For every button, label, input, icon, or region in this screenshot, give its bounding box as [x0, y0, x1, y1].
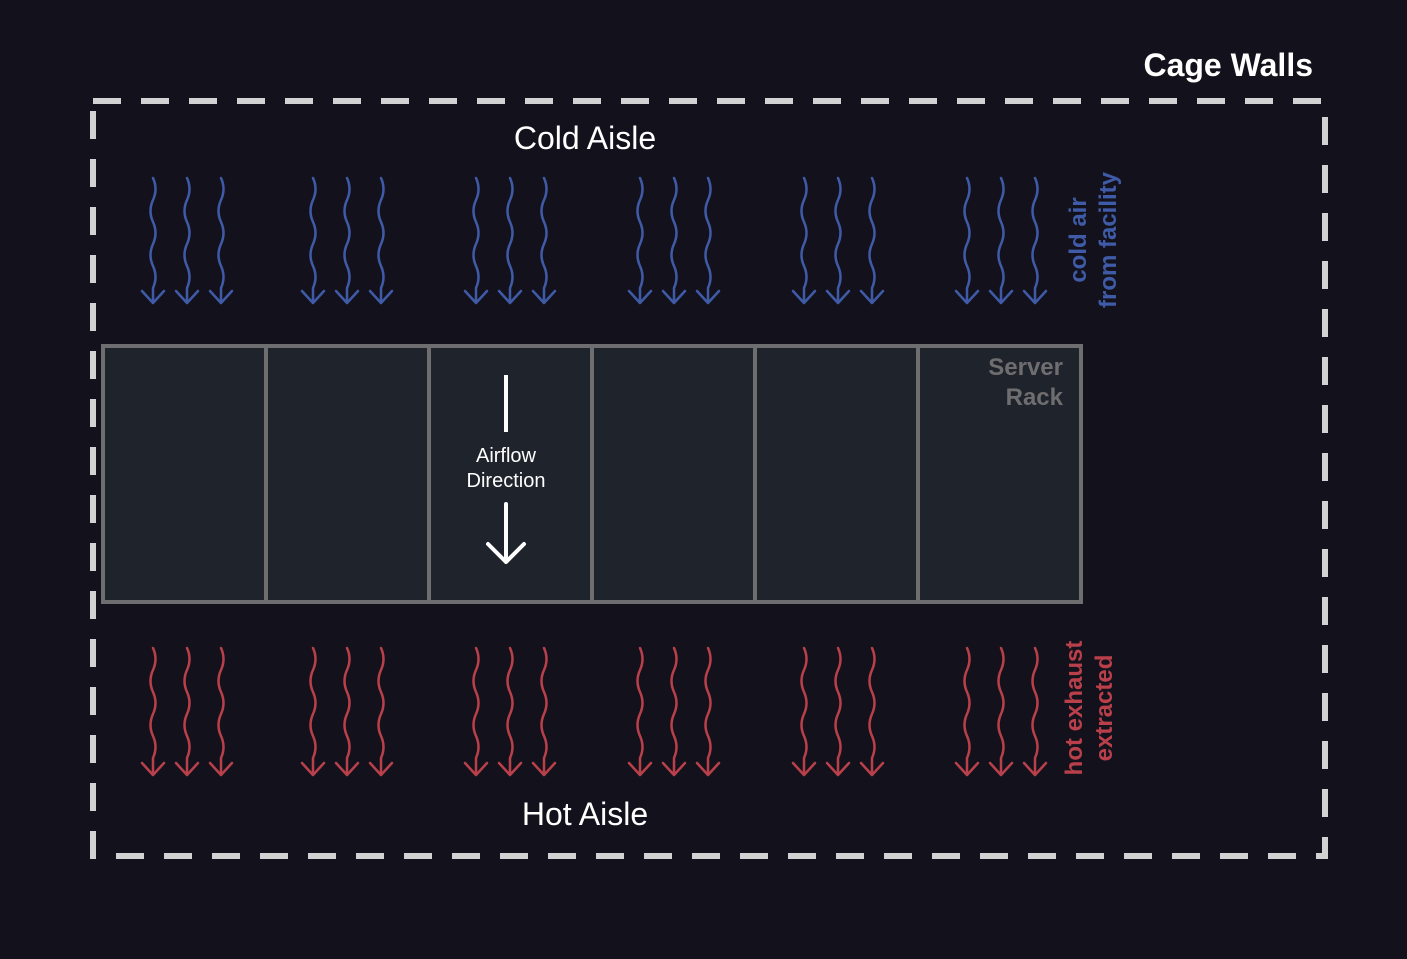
cold-air-arrow-icon: [463, 176, 489, 305]
cold-air-arrow-icon: [695, 176, 721, 305]
cold-air-arrows: [140, 176, 1048, 305]
hot-exhaust-arrow-icon: [334, 646, 360, 777]
cold-air-arrow-icon: [859, 176, 885, 305]
cold-air-arrow-icon: [174, 176, 200, 305]
airflow-label-line2: Direction: [467, 470, 546, 492]
hot-exhaust-arrow-icon: [140, 646, 166, 777]
cold-air-arrow-icon: [627, 176, 653, 305]
hot-exhaust-arrow-icon: [661, 646, 687, 777]
hot-exhaust-label-line1: hot exhaust: [1061, 641, 1088, 776]
hot-exhaust-arrow-icon: [531, 646, 557, 777]
hot-exhaust-arrow-icon: [1022, 646, 1048, 777]
cold-air-arrow-icon: [140, 176, 166, 305]
airflow-label-line1: Airflow: [476, 445, 537, 467]
hot-exhaust-arrow-icon: [368, 646, 394, 777]
hot-exhaust-arrow-icon: [954, 646, 980, 777]
hot-exhaust-arrow-icon: [627, 646, 653, 777]
hot-exhaust-arrow-icon: [497, 646, 523, 777]
hot-exhaust-arrows: [140, 646, 1048, 777]
hot-exhaust-arrow-icon: [174, 646, 200, 777]
cold-air-side-label: cold air from facility: [1065, 171, 1122, 308]
hot-exhaust-label-line2: extracted: [1091, 655, 1118, 762]
cold-air-arrow-icon: [300, 176, 326, 305]
rack-unit: [590, 344, 757, 604]
cold-air-arrow-icon: [1022, 176, 1048, 305]
cold-air-arrow-icon: [208, 176, 234, 305]
cold-air-arrow-icon: [791, 176, 817, 305]
rack-unit: [101, 344, 268, 604]
cage-walls-title: Cage Walls: [1143, 47, 1313, 83]
hot-exhaust-arrow-icon: [300, 646, 326, 777]
hot-exhaust-arrow-icon: [791, 646, 817, 777]
cage-wall-border: [90, 98, 1328, 859]
cold-air-arrow-icon: [954, 176, 980, 305]
cold-aisle-label: Cold Aisle: [514, 120, 656, 156]
cold-air-arrow-icon: [531, 176, 557, 305]
cold-air-arrow-icon: [497, 176, 523, 305]
rack-unit: [916, 344, 1083, 604]
cold-air-arrow-icon: [988, 176, 1014, 305]
cold-air-arrow-icon: [825, 176, 851, 305]
rack-unit: [753, 344, 920, 604]
hot-exhaust-arrow-icon: [208, 646, 234, 777]
rack-unit: [264, 344, 431, 604]
cold-air-arrow-icon: [334, 176, 360, 305]
hot-exhaust-arrow-icon: [859, 646, 885, 777]
cold-air-arrow-icon: [661, 176, 687, 305]
hot-exhaust-arrow-icon: [825, 646, 851, 777]
server-rack-label-line1: Server: [988, 354, 1063, 381]
airflow-direction-arrow-icon: [486, 502, 526, 564]
hot-exhaust-side-label: hot exhaust extracted: [1061, 641, 1118, 776]
hot-exhaust-arrow-icon: [695, 646, 721, 777]
hot-exhaust-arrow-icon: [988, 646, 1014, 777]
server-rack: [101, 344, 1083, 604]
cold-air-arrow-icon: [368, 176, 394, 305]
hot-aisle-label: Hot Aisle: [522, 796, 648, 832]
cold-air-label-line1: cold air: [1065, 197, 1092, 282]
server-rack-label-line2: Rack: [1006, 384, 1064, 411]
hot-exhaust-arrow-icon: [463, 646, 489, 777]
cold-air-label-line2: from facility: [1095, 171, 1122, 308]
